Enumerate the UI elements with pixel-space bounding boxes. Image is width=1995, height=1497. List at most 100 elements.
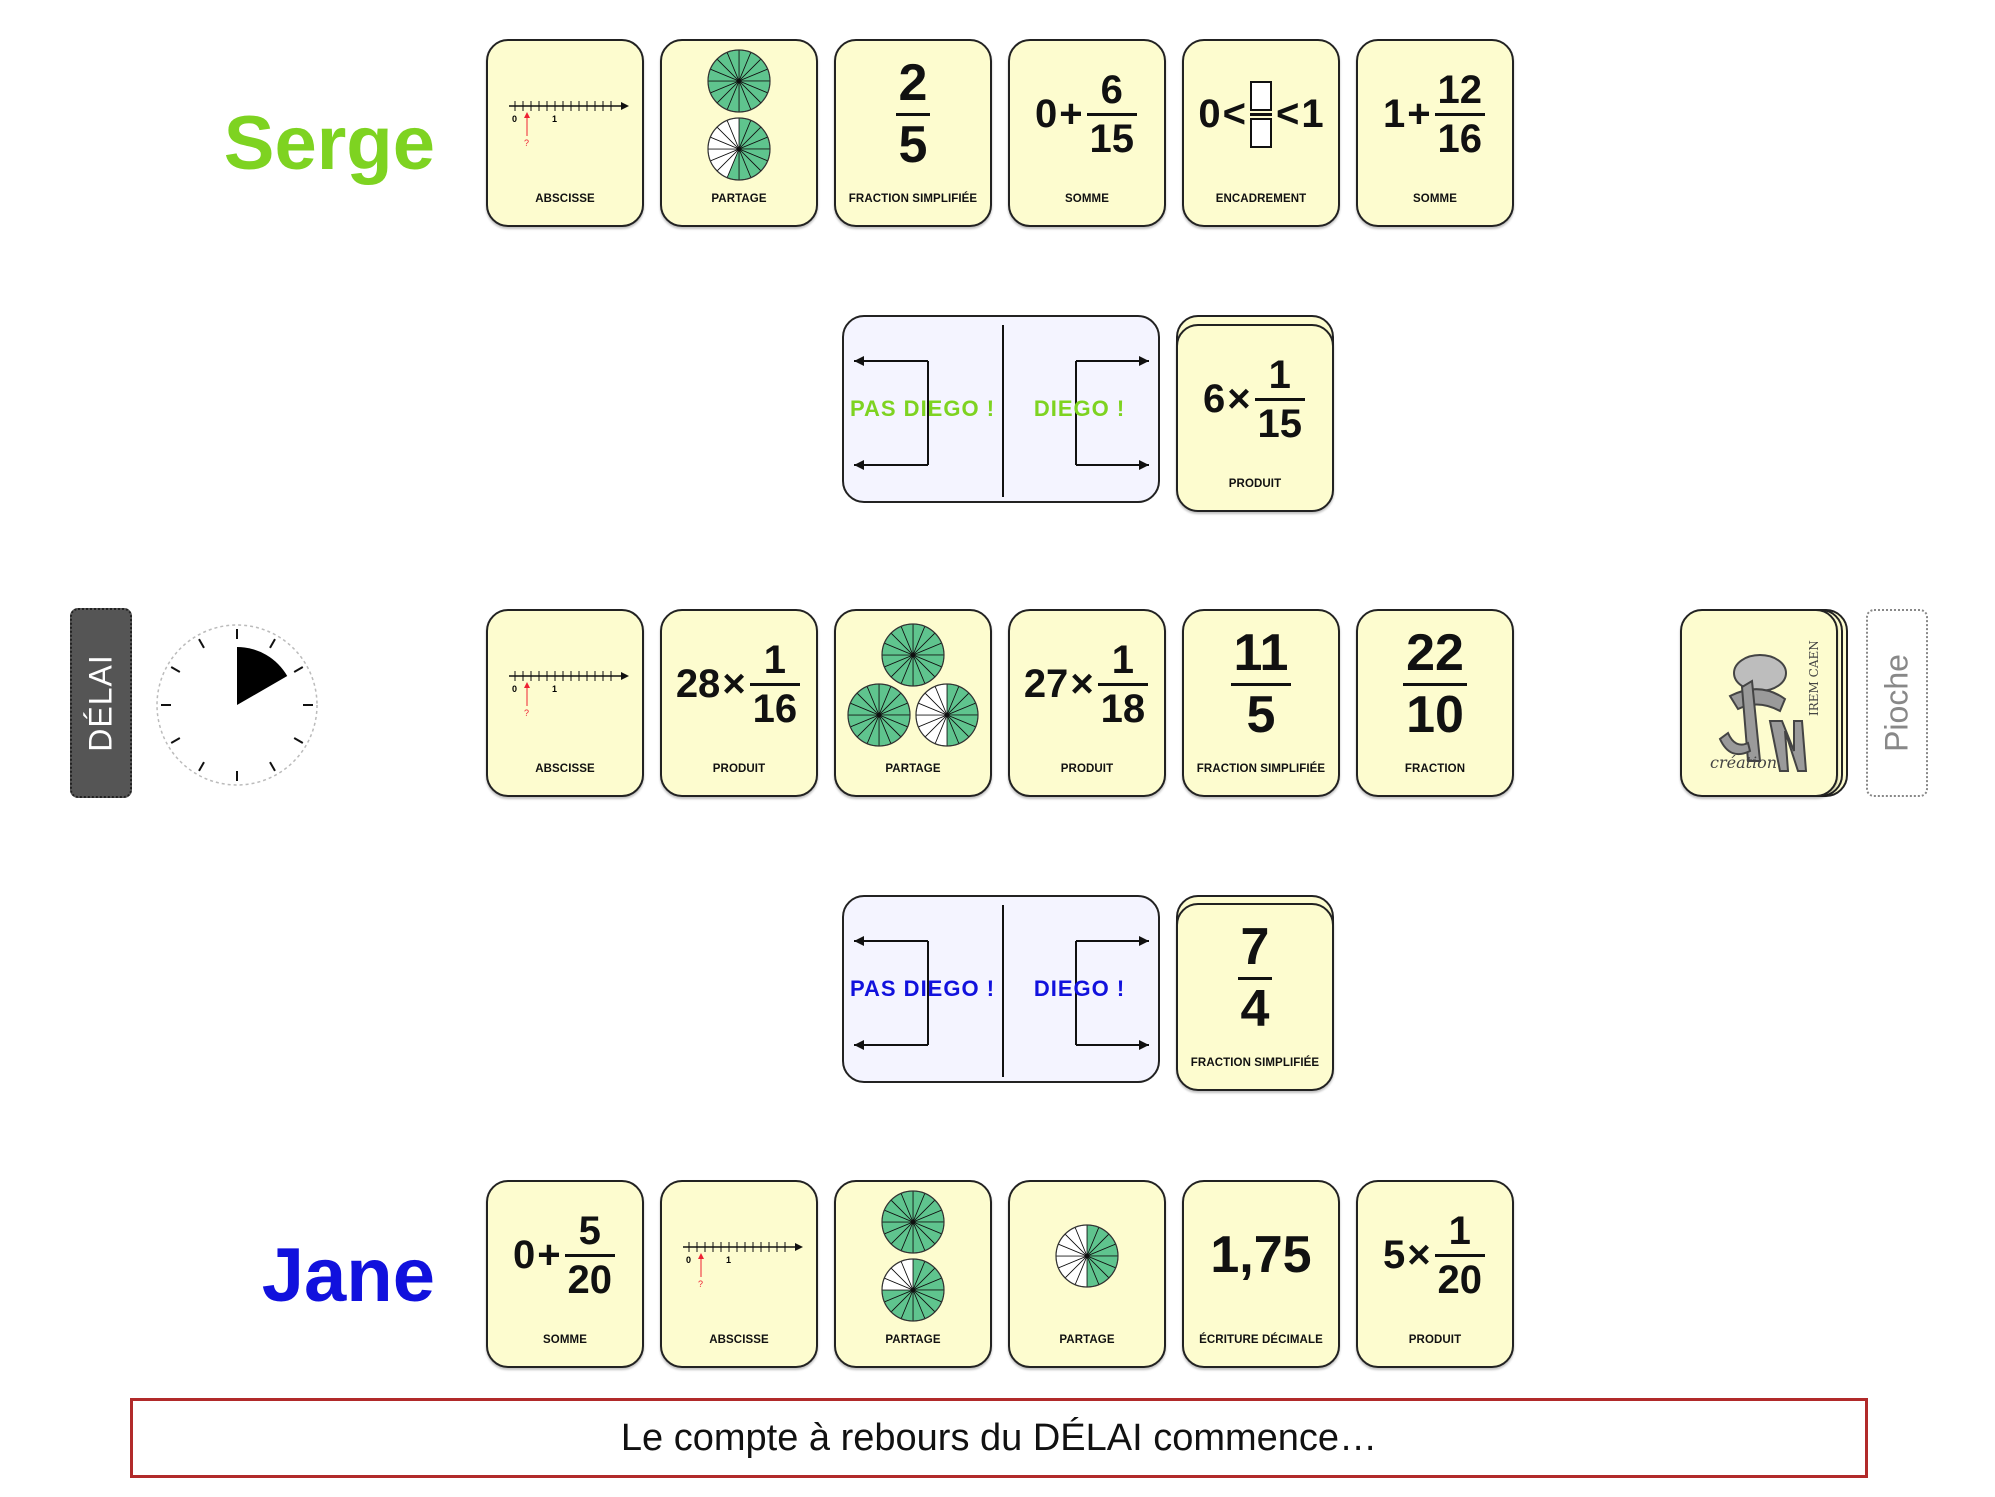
line-start-label: 0: [512, 684, 517, 694]
denominator: 18: [1100, 686, 1146, 731]
fraction-bar: [1250, 112, 1272, 116]
numerator: 7: [1240, 917, 1270, 976]
operator: +: [1407, 91, 1431, 136]
jane-card[interactable]: PARTAGE: [834, 1180, 992, 1368]
query-mark: ?: [698, 1279, 703, 1289]
partition-diagram: [1055, 1224, 1119, 1288]
player-name-serge: Serge: [223, 101, 435, 186]
partition-diagram: [847, 623, 979, 747]
denominator: 15: [1089, 116, 1135, 161]
operator: +: [537, 1232, 561, 1277]
card-face: [1010, 1182, 1164, 1328]
partition-circle: [915, 683, 979, 747]
denominator: 5: [1246, 685, 1276, 744]
jane-card[interactable]: PARTAGE: [1008, 1180, 1166, 1368]
partition-diagram: [707, 49, 771, 181]
card-caption: FRACTION SIMPLIFIÉE: [848, 193, 978, 205]
card-caption: SOMME: [1413, 193, 1457, 205]
timer-elapsed-wedge: [237, 647, 288, 705]
partition-diagram: [881, 1190, 945, 1322]
numerator: 11: [1233, 623, 1289, 682]
less-than: <: [1222, 91, 1246, 136]
serge-pas-diego-button[interactable]: PAS DIEGO !: [844, 317, 1001, 501]
line-start-label: 0: [686, 1255, 691, 1265]
status-message: Le compte à rebours du DÉLAI commence…: [130, 1398, 1868, 1478]
whole-number: 5: [1382, 1232, 1406, 1277]
line-end-label: 1: [552, 684, 557, 694]
numerator: 1: [1268, 352, 1291, 397]
fraction-bar: [1254, 397, 1306, 401]
serge-diego-panel: PAS DIEGO ! DIEGO !: [842, 315, 1160, 503]
upper-bound: 1: [1301, 91, 1324, 136]
jane-diego-label: DIEGO !: [1033, 976, 1126, 1001]
delai-button[interactable]: DÉLAI: [70, 608, 132, 798]
fraction-bar: [1237, 976, 1273, 980]
fraction-bar: [564, 1253, 616, 1257]
timer-tick: [198, 638, 205, 649]
jane-diego-button[interactable]: DIEGO !: [1001, 897, 1158, 1081]
blank-numerator-box: [1250, 80, 1272, 111]
card-caption: ABSCISSE: [535, 763, 595, 775]
timer-tick: [293, 737, 304, 744]
partition-circle: [1055, 1224, 1119, 1288]
card-caption: SOMME: [543, 1334, 587, 1346]
numerator: 1: [1448, 1208, 1471, 1253]
table-card[interactable]: PARTAGE: [834, 609, 992, 797]
jane-pas-diego-button[interactable]: PAS DIEGO !: [844, 897, 1001, 1081]
fraction-bar: [895, 112, 931, 116]
fraction-bar: [1097, 682, 1149, 686]
partition-circle: [707, 117, 771, 181]
fraction-bar: [749, 682, 801, 686]
fraction-bar: [1434, 1253, 1486, 1257]
panel-divider: [1002, 905, 1004, 1077]
serge-pas-diego-label: PAS DIEGO !: [849, 396, 996, 421]
whole-number: 1: [1382, 91, 1406, 136]
denominator: 15: [1257, 401, 1303, 446]
pioche-button[interactable]: Pioche: [1866, 609, 1928, 797]
card-caption: FRACTION SIMPLIFIÉE: [1190, 1057, 1320, 1069]
timer-tick: [170, 737, 181, 744]
denominator: 16: [752, 686, 798, 731]
draw-pile[interactable]: création IREM CAEN: [1680, 609, 1838, 797]
serge-diego-button[interactable]: DIEGO !: [1001, 317, 1158, 501]
serge-card[interactable]: PARTAGE: [660, 39, 818, 227]
partition-circle: [881, 1190, 945, 1254]
lower-bound: 0: [1198, 91, 1221, 136]
fraction-bar: [1230, 682, 1292, 686]
partition-circle: [881, 1258, 945, 1322]
diego-arrow-icon: [1075, 936, 1149, 1050]
